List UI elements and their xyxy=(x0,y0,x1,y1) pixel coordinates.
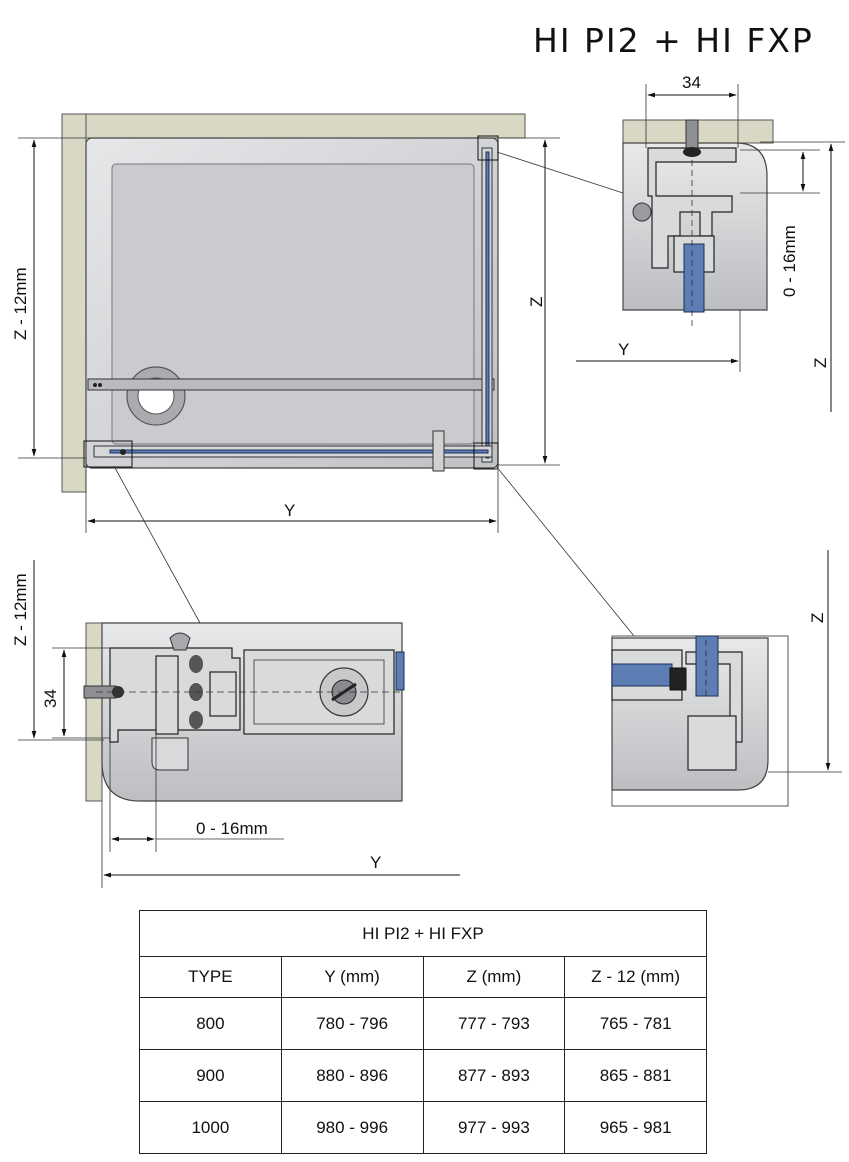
detail-br-dimensions: Z xyxy=(768,550,842,773)
dim-34-top: 34 xyxy=(682,73,701,92)
dim-z-top: Z xyxy=(811,358,830,368)
side-wall xyxy=(61,113,87,493)
cell-type: 800 xyxy=(139,997,282,1050)
cell-z-12: 865 - 881 xyxy=(564,1049,707,1102)
drawing-title: HI PI2 + HI FXP xyxy=(533,21,814,60)
dim-adjust-top: 0 - 16mm xyxy=(780,225,799,297)
fixed-panel-glass xyxy=(485,151,490,459)
stabiliser-bar xyxy=(87,378,495,391)
detail-br-fixed-glass xyxy=(695,635,719,697)
main-dimensions: Z - 12mm Z Y xyxy=(11,137,560,533)
detail-tr-dimensions: 34 0 - 16mm Z Y xyxy=(576,73,845,412)
cell-type: 900 xyxy=(139,1049,282,1102)
cell-z-12: 965 - 981 xyxy=(564,1101,707,1154)
dim-y-main: Y xyxy=(284,501,295,520)
detail-bottom-left xyxy=(83,622,405,802)
main-plan-view xyxy=(61,113,526,493)
door-glass xyxy=(109,449,489,454)
header-z: Z (mm) xyxy=(422,956,566,998)
detail-bottom-right xyxy=(611,635,789,807)
table-row: 1000 980 - 996 977 - 993 965 - 981 xyxy=(139,1101,707,1154)
cell-type: 1000 xyxy=(139,1101,282,1154)
dim-y-bottom: Y xyxy=(370,853,381,872)
table-row: 900 880 - 896 877 - 893 865 - 881 xyxy=(139,1049,707,1102)
cell-z: 877 - 893 xyxy=(422,1049,566,1102)
dim-z-main: Z xyxy=(527,297,546,307)
cell-z: 777 - 793 xyxy=(422,997,566,1050)
dim-y-top: Y xyxy=(618,340,629,359)
tray-basin xyxy=(111,163,475,445)
detail-bl-dimensions: Z - 12mm 34 0 - 16mm Y xyxy=(11,560,460,888)
cell-z-12: 765 - 781 xyxy=(564,997,707,1050)
dim-z-bottom: Z xyxy=(808,613,827,623)
header-y: Y (mm) xyxy=(280,956,424,998)
dim-adjust-bottom: 0 - 16mm xyxy=(196,819,268,838)
table-caption: HI PI2 + HI FXP xyxy=(139,910,707,957)
table-header-row: TYPE Y (mm) Z (mm) Z - 12 (mm) xyxy=(139,956,707,998)
cell-z: 977 - 993 xyxy=(422,1101,566,1154)
detail-box-bottom-left xyxy=(83,440,133,468)
dimension-table: HI PI2 + HI FXP TYPE Y (mm) Z (mm) Z - 1… xyxy=(139,910,707,1154)
header-type: TYPE xyxy=(139,956,282,998)
detail-bl-wall xyxy=(85,622,103,802)
cell-y: 880 - 896 xyxy=(280,1049,424,1102)
cell-y: 780 - 796 xyxy=(280,997,424,1050)
technical-drawing: HI PI2 + HI FXP Z - 12mm xyxy=(11,21,845,888)
dim-z-minus-12-bottom: Z - 12mm xyxy=(11,573,30,646)
dim-34-bottom: 34 xyxy=(41,689,60,708)
detail-box-top-right xyxy=(477,135,499,161)
detail-tr-glass xyxy=(683,243,705,313)
table-row: 800 780 - 796 777 - 793 765 - 781 xyxy=(139,997,707,1050)
detail-top-right xyxy=(622,119,774,330)
header-z-12: Z - 12 (mm) xyxy=(564,956,707,998)
detail-bl-glass xyxy=(395,651,405,691)
door-handle xyxy=(432,430,445,472)
cell-y: 980 - 996 xyxy=(280,1101,424,1154)
leader-lines xyxy=(113,151,635,637)
detail-br-door-glass xyxy=(611,663,673,687)
detail-box-bottom-right xyxy=(473,442,499,470)
back-wall xyxy=(61,113,526,139)
dim-z-minus-12-main: Z - 12mm xyxy=(11,267,30,340)
